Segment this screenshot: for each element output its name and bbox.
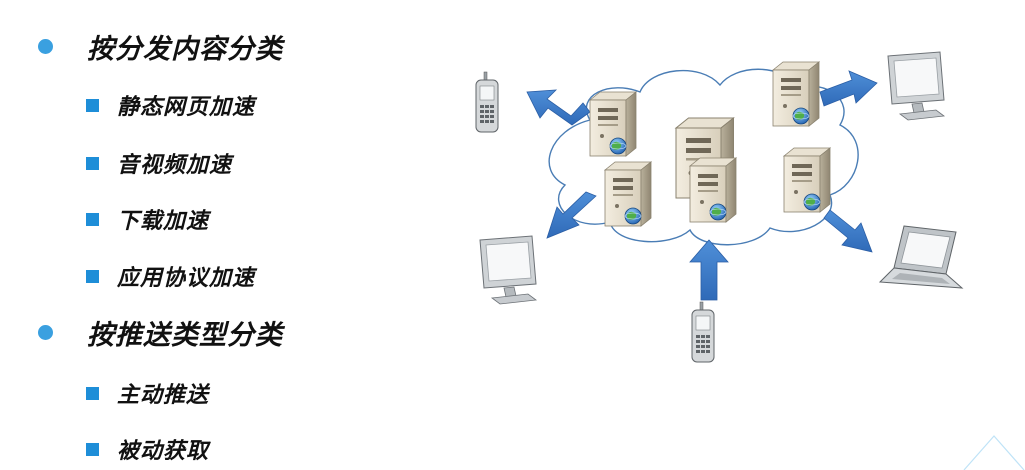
- arrow-up: [689, 239, 729, 301]
- server-icon: [604, 161, 652, 227]
- list-item-label: 主动推送: [117, 383, 210, 408]
- arrow-down-right: [823, 209, 873, 253]
- bullet-square-icon: [86, 269, 99, 283]
- arrow-up-left: [526, 89, 591, 126]
- list-item-label: 静态网页加速: [117, 95, 256, 120]
- mobile-phone-icon: [691, 301, 715, 363]
- section-2-heading: 按推送类型分类: [38, 314, 283, 351]
- list-item-label: 下载加速: [117, 209, 210, 234]
- server-icon: [772, 61, 820, 127]
- server-icon: [783, 147, 831, 213]
- list-item-label: 应用协议加速: [117, 266, 256, 291]
- server-icon: [589, 91, 637, 157]
- bullet-square-icon: [86, 386, 99, 400]
- list-item: 静态网页加速: [86, 90, 255, 120]
- monitor-icon: [887, 51, 945, 121]
- list-item-label: 音视频加速: [117, 153, 233, 178]
- list-item: 主动推送: [86, 378, 209, 408]
- bullet-square-icon: [86, 156, 99, 170]
- list-item: 下载加速: [86, 204, 209, 234]
- monitor-icon: [479, 235, 537, 305]
- section-1-heading: 按分发内容分类: [38, 28, 283, 65]
- bullet-square-icon: [86, 442, 99, 456]
- arrow-down-left: [546, 191, 597, 239]
- list-item: 音视频加速: [86, 148, 232, 178]
- laptop-icon: [879, 225, 963, 289]
- bullet-dot-icon: [38, 38, 53, 54]
- mobile-phone-icon: [475, 71, 499, 133]
- arrow-up-right: [819, 70, 878, 107]
- server-icon: [689, 157, 737, 223]
- section-2-title: 按推送类型分类: [87, 319, 283, 351]
- list-item: 应用协议加速: [86, 261, 255, 291]
- bullet-dot-icon: [38, 324, 53, 340]
- list-item-label: 被动获取: [117, 439, 210, 464]
- corner-triangle-decoration: [963, 435, 1025, 470]
- bullet-square-icon: [86, 212, 99, 226]
- section-1-title: 按分发内容分类: [87, 33, 283, 65]
- list-item: 被动获取: [86, 434, 209, 464]
- bullet-square-icon: [86, 98, 99, 112]
